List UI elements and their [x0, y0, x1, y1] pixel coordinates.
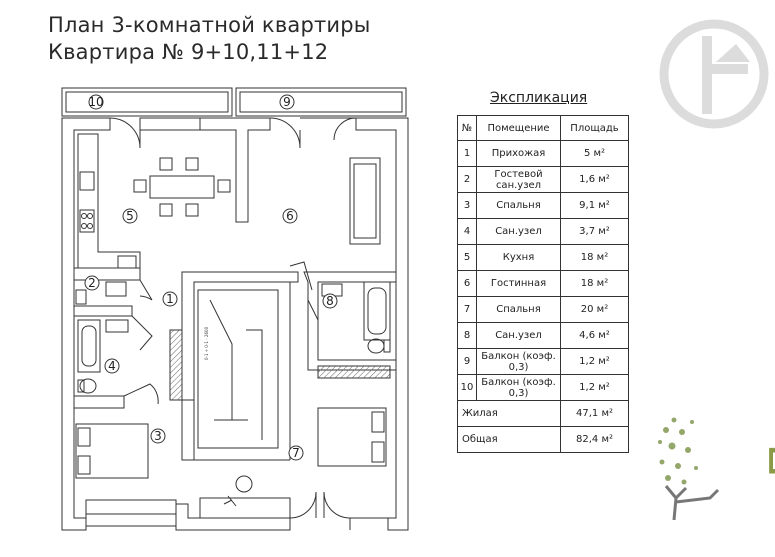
tree-icon: [658, 417, 720, 521]
floor-plan: 10 9 5 6 2 1 8 4 3 7 0-1 ÷ 0-1 - 2600: [61, 87, 409, 531]
svg-text:10: 10: [88, 95, 103, 109]
page-title: План 3-комнатной квартиры Квартира № 9+1…: [48, 12, 371, 66]
room-label-7: 7: [288, 445, 304, 461]
balcony-10: [61, 87, 233, 117]
room-label-5: 5: [122, 208, 138, 224]
svg-text:7: 7: [292, 446, 300, 460]
svg-text:6: 6: [286, 209, 294, 223]
outer-wall: [61, 117, 111, 531]
title-line-2: Квартира № 9+10,11+12: [48, 40, 329, 64]
room-label-1: 1: [162, 291, 178, 307]
title-line-1: План 3-комнатной квартиры: [48, 13, 371, 37]
svg-text:9: 9: [283, 95, 291, 109]
svg-text:5: 5: [126, 209, 134, 223]
room-label-9: 9: [279, 94, 295, 110]
svg-text:3: 3: [154, 429, 162, 443]
room-label-6: 6: [282, 208, 298, 224]
balcony-9: [235, 87, 407, 117]
svg-text:8: 8: [326, 294, 334, 308]
svg-text:4: 4: [108, 359, 116, 373]
col-no-header: №: [457, 115, 477, 141]
explication-heading: Экспликация: [490, 90, 588, 106]
room-label-8: 8: [322, 293, 338, 309]
shaft-label: 0-1 ÷ 0-1 - 2600: [204, 326, 209, 360]
col-area-header: Площадь: [560, 115, 629, 141]
col-room-header: Помещение: [476, 115, 561, 141]
svg-text:1: 1: [166, 292, 174, 306]
logo-icon: [659, 19, 769, 129]
svg-text:2: 2: [88, 276, 96, 290]
table-header-row: № Помещение Площадь: [457, 115, 629, 141]
room-label-3: 3: [150, 428, 166, 444]
room-label-4: 4: [104, 358, 120, 374]
room-label-2: 2: [84, 275, 100, 291]
room-label-10: 10: [88, 94, 104, 110]
